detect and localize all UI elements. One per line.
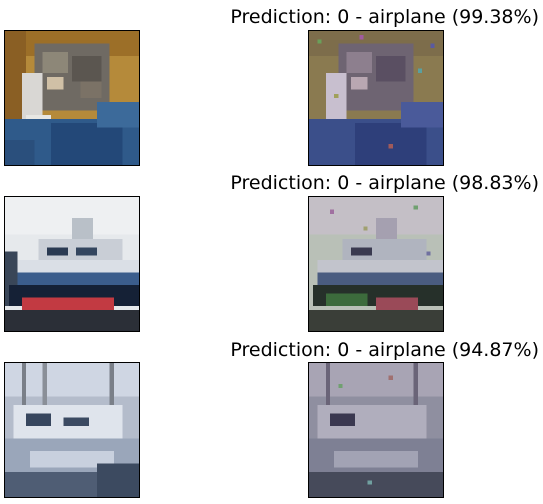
prediction-label-2: Prediction: 0 - airplane (98.83%) — [230, 172, 539, 194]
prediction-label-3: Prediction: 0 - airplane (94.87%) — [230, 339, 539, 361]
adversarial-image-boat — [308, 362, 444, 498]
original-image-boat — [4, 362, 140, 498]
adversarial-image-ship — [308, 196, 444, 332]
adversarial-image-cat — [308, 30, 444, 166]
original-image-cat — [4, 30, 140, 166]
prediction-label-1: Prediction: 0 - airplane (99.38%) — [230, 6, 539, 28]
original-image-ship — [4, 196, 140, 332]
